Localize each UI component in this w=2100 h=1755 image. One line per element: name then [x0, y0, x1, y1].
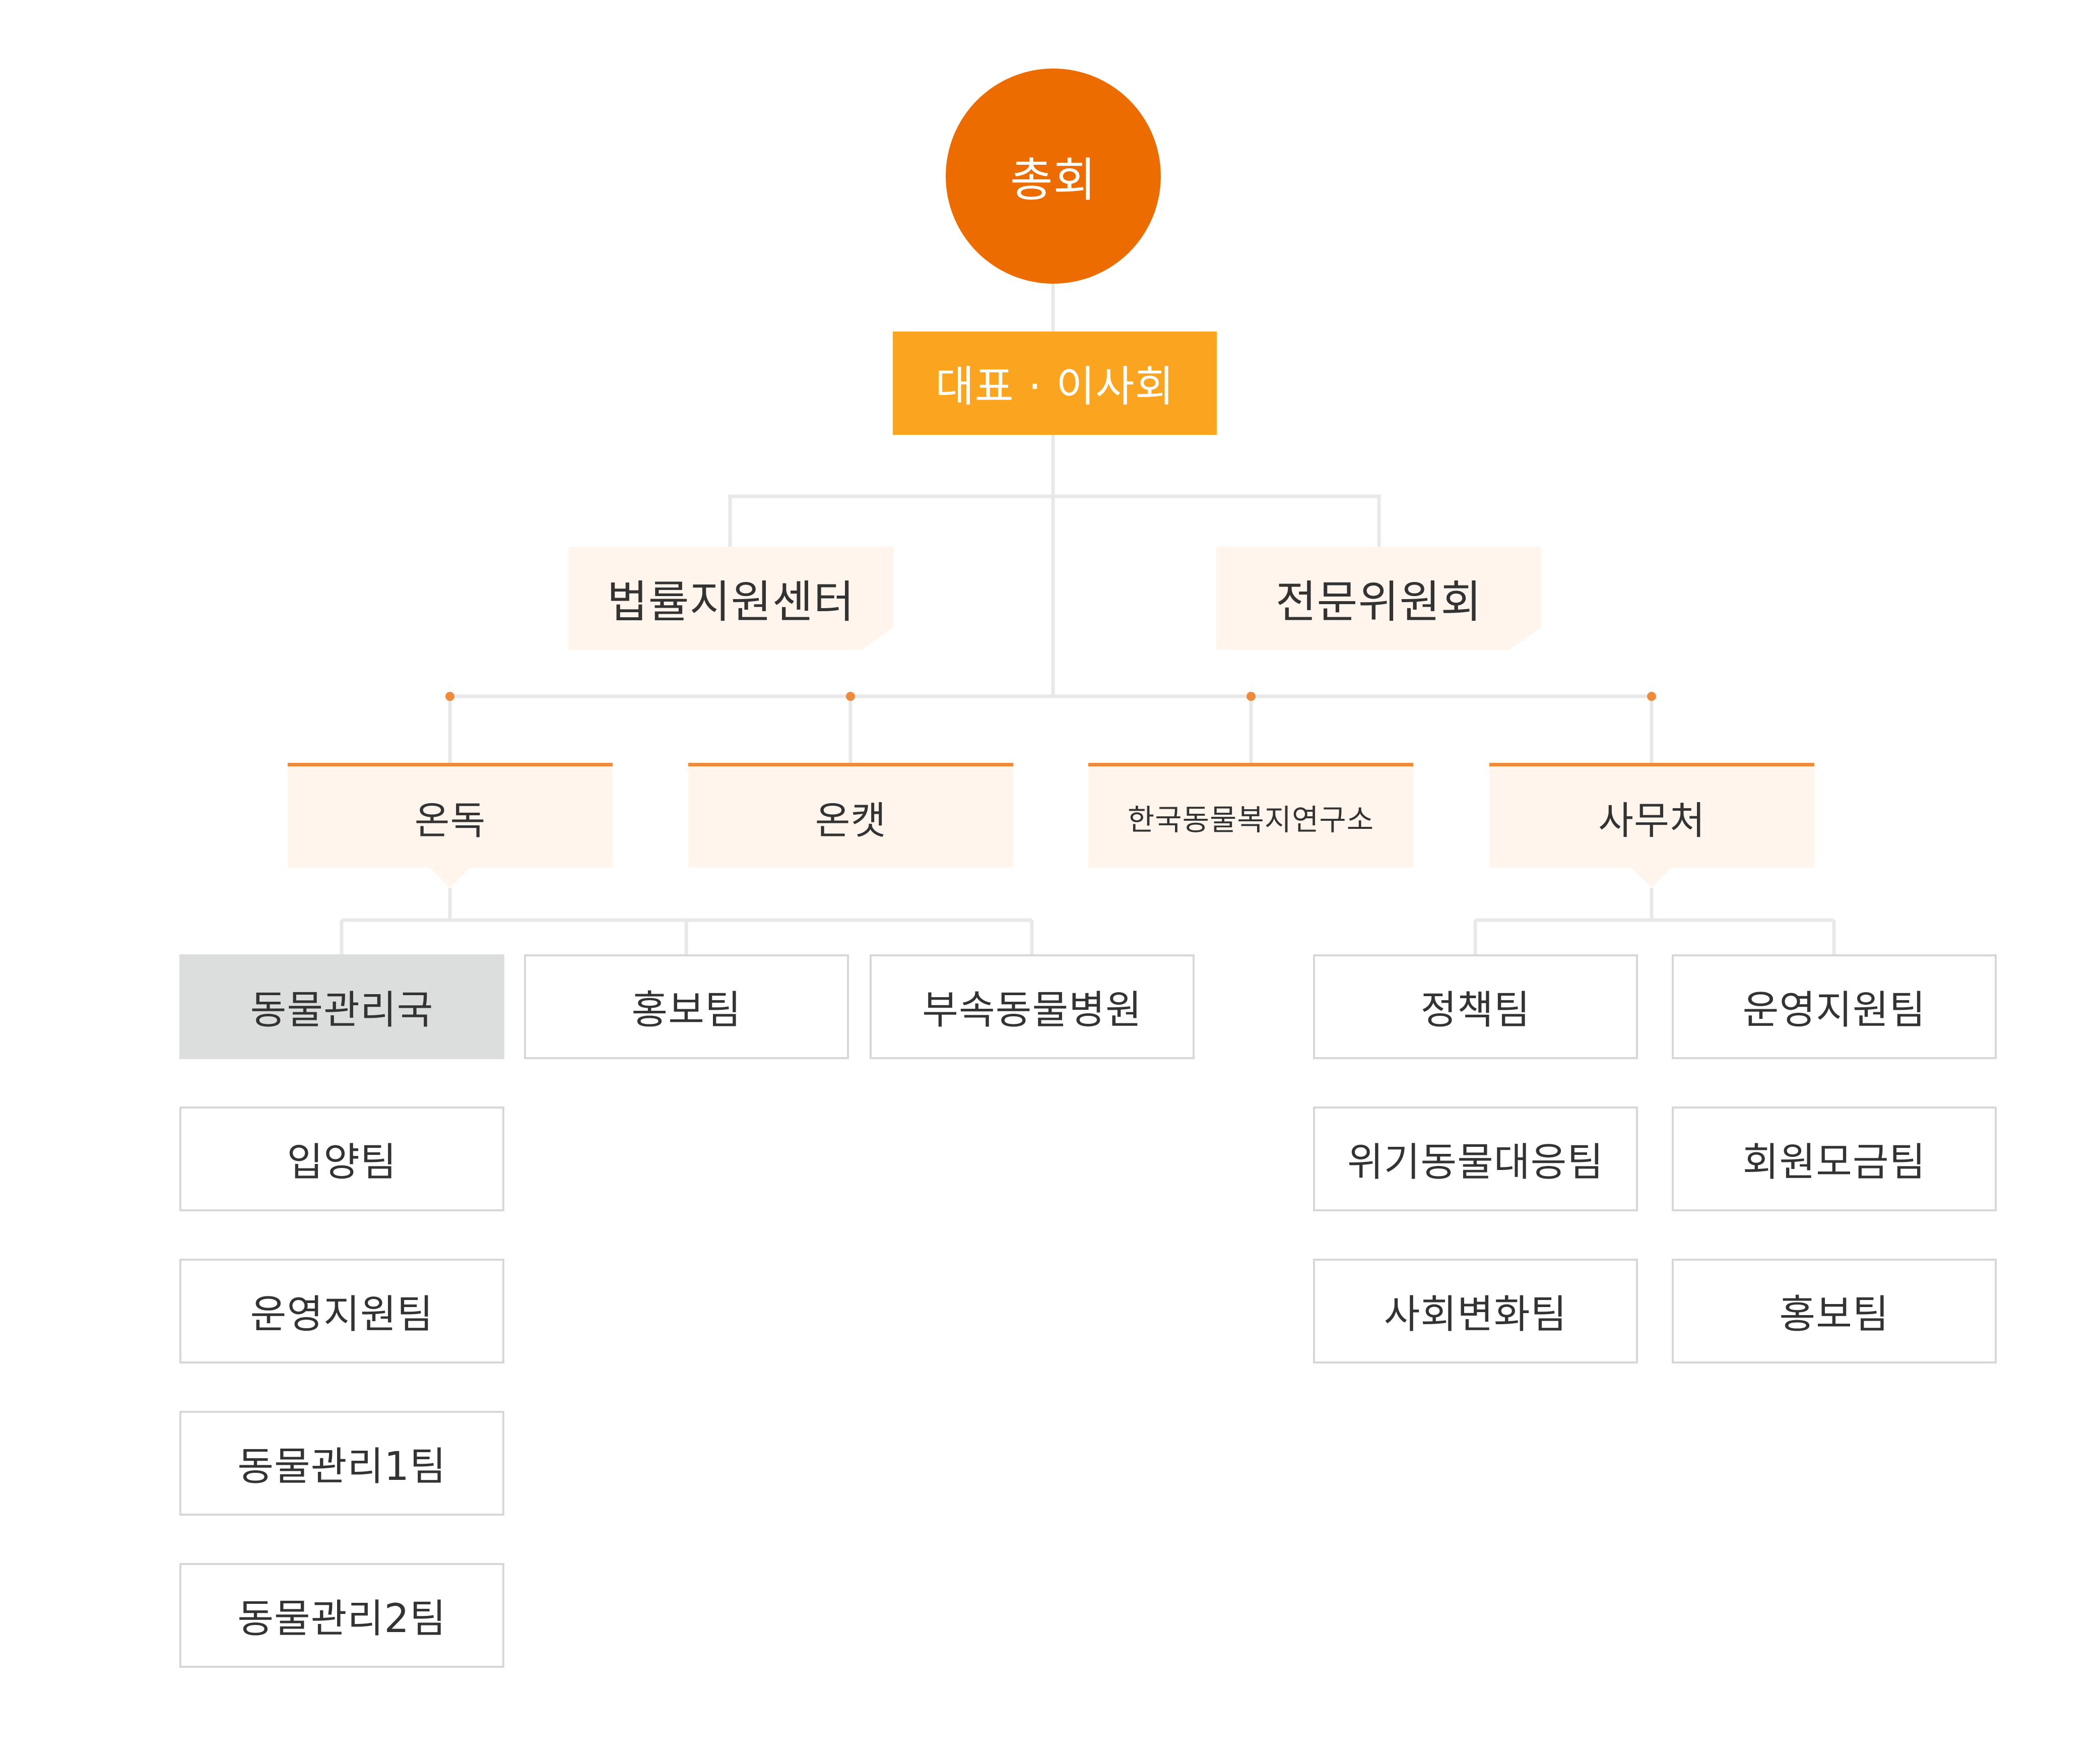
division-animal-welfare-institute: 한국동물복지연구소 [1088, 763, 1413, 868]
junction-dot-ondok [445, 692, 454, 701]
team-adoption: 입양팀 [179, 1107, 504, 1211]
division-ondok-label: 온독 [414, 798, 486, 843]
board-label: 대표 · 이사회 [935, 362, 1174, 411]
team-affiliated-animal-hospital: 부속동물병원 [870, 954, 1195, 1059]
legal-support-center-node: 법률지원센터 [568, 547, 893, 650]
board-node: 대표 · 이사회 [893, 332, 1217, 435]
general-assembly-label: 총회 [1010, 153, 1097, 207]
ondok-pointer-arrow [430, 868, 470, 888]
junction-dot-secretariat [1647, 692, 1656, 701]
junction-dot-oncat [846, 692, 855, 701]
team-label: 입양팀 [287, 1140, 397, 1185]
expert-committee-label: 전문위원회 [1275, 576, 1482, 628]
team-animal-management-1: 동물관리1팀 [179, 1411, 504, 1516]
general-assembly-node: 총회 [946, 69, 1161, 284]
division-secretariat: 사무처 [1489, 763, 1814, 868]
aux-branch-line [728, 494, 1381, 547]
team-label: 운영지원팀 [250, 1292, 434, 1337]
team-label: 동물관리1팀 [237, 1444, 446, 1489]
team-animal-crisis-response: 위기동물대응팀 [1313, 1107, 1638, 1211]
team-label: 동물관리2팀 [237, 1596, 446, 1642]
team-secretariat-operations-support: 운영지원팀 [1672, 954, 1997, 1059]
team-label: 홍보팀 [631, 988, 742, 1033]
team-policy: 정책팀 [1313, 954, 1638, 1059]
division-ondok: 온독 [288, 763, 613, 868]
team-label: 동물관리국 [250, 988, 434, 1033]
team-label: 운영지원팀 [1742, 988, 1926, 1033]
team-label: 정책팀 [1420, 988, 1531, 1033]
legal-support-center-label: 법률지원센터 [607, 576, 855, 628]
secretariat-pointer-arrow [1631, 868, 1672, 888]
team-label: 회원모금팀 [1742, 1140, 1926, 1185]
division-animal-welfare-institute-label: 한국동물복지연구소 [1127, 802, 1374, 837]
ondok-team-bus-line [340, 888, 1034, 954]
team-label: 사회변화팀 [1384, 1292, 1567, 1337]
team-ondok-operations-support: 운영지원팀 [179, 1259, 504, 1363]
team-animal-management-2: 동물관리2팀 [179, 1563, 504, 1668]
team-label: 위기동물대응팀 [1347, 1140, 1604, 1185]
team-social-change: 사회변화팀 [1313, 1259, 1638, 1363]
team-ondok-pr: 홍보팀 [524, 954, 849, 1059]
expert-committee-node: 전문위원회 [1216, 547, 1541, 650]
junction-dot-institute [1246, 692, 1256, 701]
secretariat-team-bus-line [1473, 888, 1836, 954]
division-oncat: 온캣 [688, 763, 1013, 868]
team-label: 홍보팀 [1779, 1292, 1889, 1337]
team-animal-management-bureau: 동물관리국 [179, 954, 504, 1059]
division-secretariat-label: 사무처 [1598, 798, 1705, 843]
team-secretariat-pr: 홍보팀 [1672, 1259, 1997, 1363]
team-label: 부속동물병원 [922, 988, 1142, 1033]
division-oncat-label: 온캣 [815, 798, 887, 843]
team-membership-fundraising: 회원모금팀 [1672, 1107, 1997, 1211]
